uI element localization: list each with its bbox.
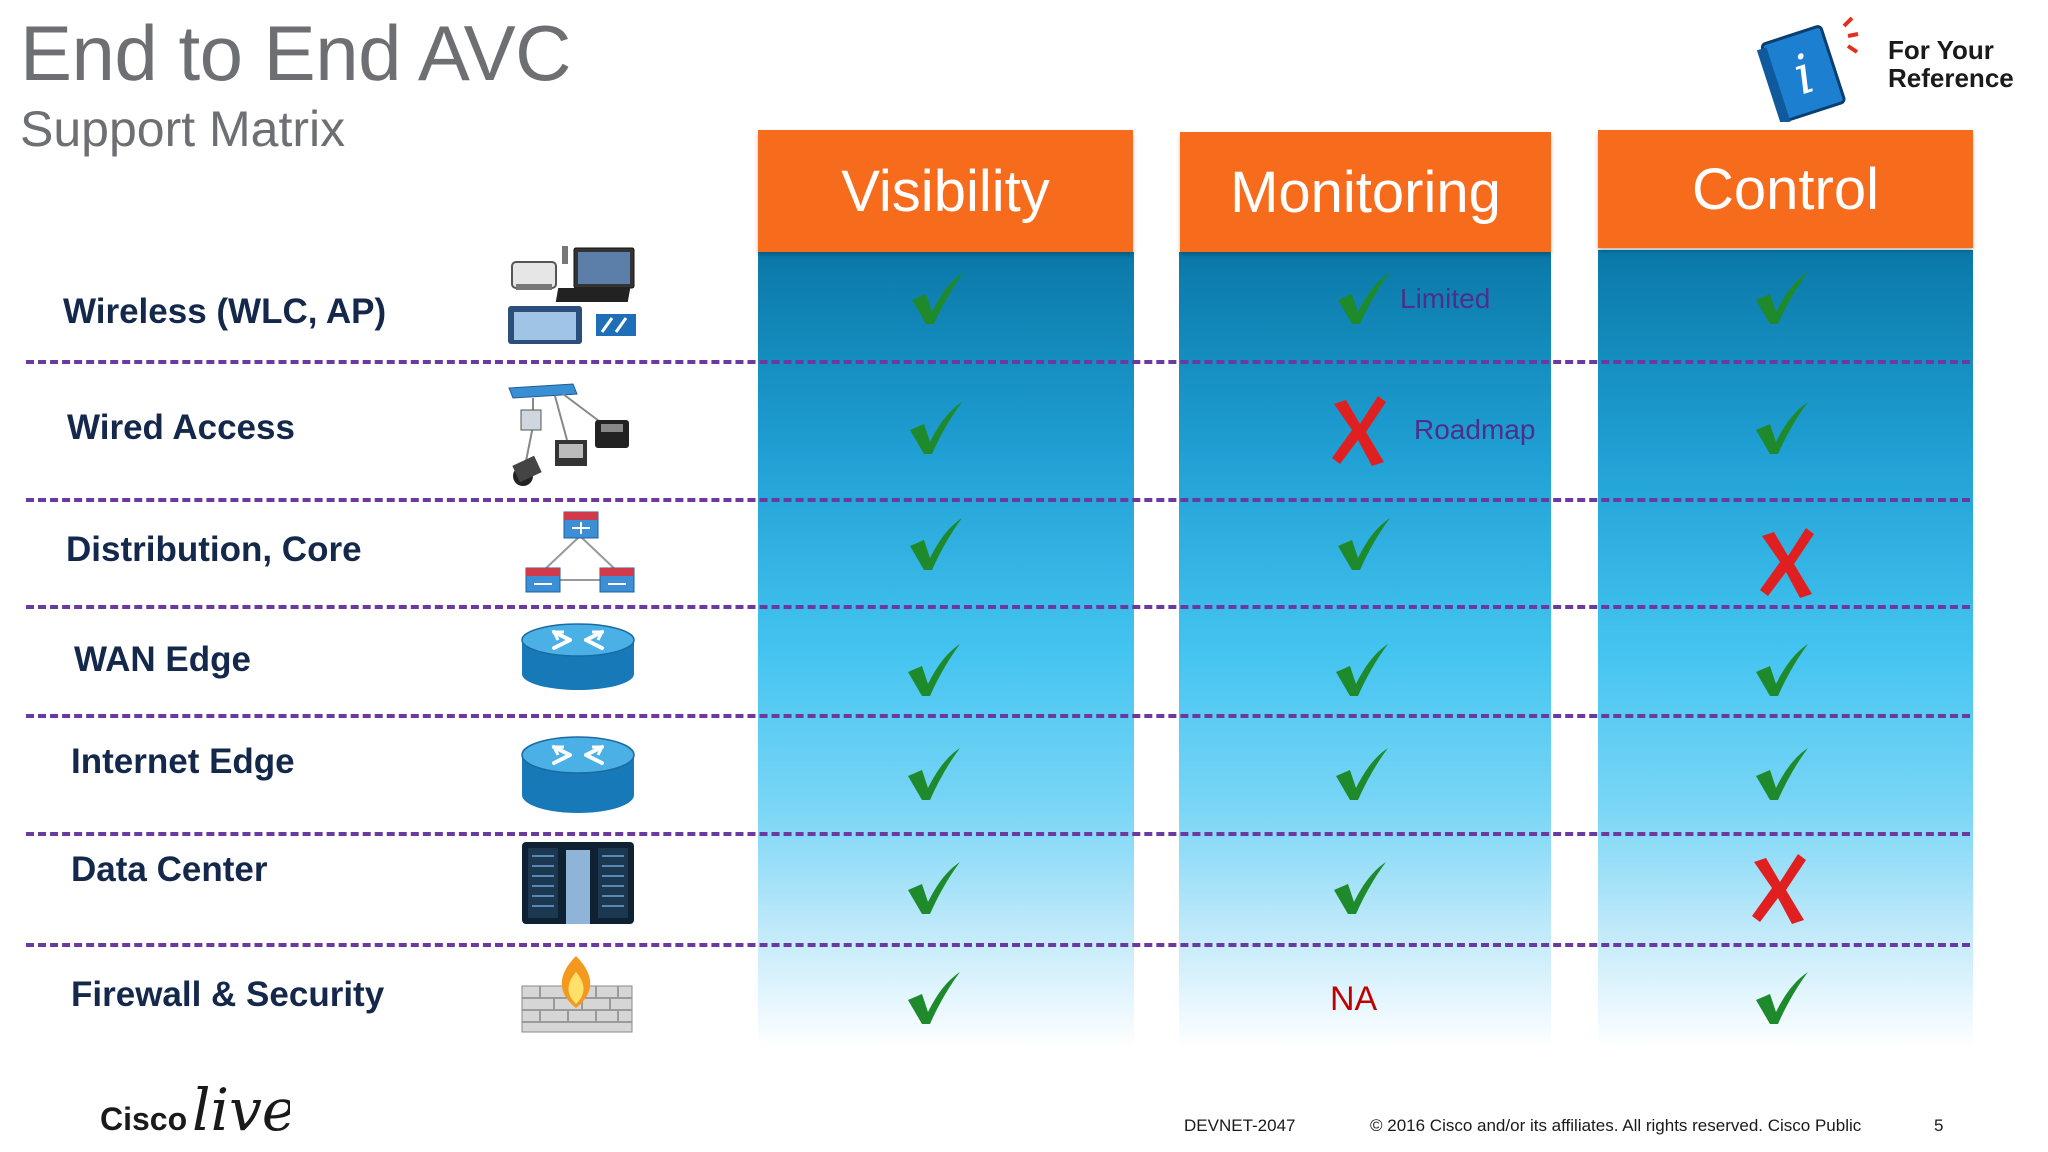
switch-topology-icon bbox=[525, 511, 635, 593]
check-icon bbox=[910, 402, 962, 454]
check-icon bbox=[908, 862, 960, 914]
footer-page-number: 5 bbox=[1934, 1116, 1944, 1135]
column-header-monitoring: Monitoring bbox=[1180, 132, 1551, 252]
column-header-control: Control bbox=[1598, 130, 1973, 248]
monitoring-note-roadmap: Roadmap bbox=[1414, 414, 1536, 445]
slide-subtitle: Support Matrix bbox=[20, 101, 346, 157]
column-control-body bbox=[1598, 250, 1973, 1048]
row-divider bbox=[26, 498, 1970, 502]
row-label-firewall-security: Firewall & Security bbox=[71, 975, 385, 1014]
reference-line-1: For Your bbox=[1888, 35, 1994, 65]
check-icon bbox=[1756, 748, 1808, 800]
row-divider bbox=[26, 360, 1970, 364]
check-icon bbox=[1756, 644, 1808, 696]
row-label-internet-edge: Internet Edge bbox=[71, 742, 295, 781]
router-icon bbox=[521, 623, 635, 690]
monitoring-na-label: NA bbox=[1330, 980, 1378, 1018]
cisco-live-logo: Cisco live! bbox=[100, 1076, 290, 1142]
router-icon bbox=[521, 736, 635, 813]
row-label-wired-access: Wired Access bbox=[67, 408, 295, 447]
data-center-icon bbox=[522, 842, 634, 924]
firewall-icon bbox=[521, 956, 633, 1033]
for-your-reference-label: For Your Reference bbox=[1888, 36, 2014, 92]
cross-icon bbox=[1332, 396, 1386, 466]
check-icon bbox=[908, 748, 960, 800]
row-divider bbox=[26, 832, 1970, 836]
wired-access-devices-icon bbox=[508, 383, 629, 486]
check-icon bbox=[1756, 272, 1808, 324]
column-monitoring-body bbox=[1179, 252, 1551, 1048]
cross-icon bbox=[1752, 854, 1806, 924]
svg-text:live!: live! bbox=[192, 1076, 290, 1142]
row-label-wan-edge: WAN Edge bbox=[74, 640, 251, 679]
check-icon bbox=[908, 972, 960, 1024]
monitoring-note-limited: Limited bbox=[1400, 283, 1491, 314]
svg-text:Cisco: Cisco bbox=[100, 1101, 187, 1137]
check-icon bbox=[908, 644, 960, 696]
check-icon bbox=[1338, 518, 1390, 570]
slide-title: End to End AVC bbox=[20, 9, 571, 97]
check-icon bbox=[1336, 748, 1388, 800]
row-divider bbox=[26, 714, 1970, 718]
check-icon bbox=[1338, 272, 1390, 324]
row-divider bbox=[26, 943, 1970, 947]
row-label-distribution-core: Distribution, Core bbox=[66, 530, 362, 569]
check-icon bbox=[912, 272, 964, 324]
column-header-visibility: Visibility bbox=[758, 130, 1133, 252]
info-book-icon: i bbox=[1756, 16, 1859, 122]
row-label-data-center: Data Center bbox=[71, 850, 268, 889]
footer-copyright: © 2016 Cisco and/or its affiliates. All … bbox=[1370, 1116, 1862, 1135]
check-icon bbox=[1756, 402, 1808, 454]
check-icon bbox=[910, 518, 962, 570]
column-visibility-body bbox=[758, 252, 1134, 1048]
check-icon bbox=[1334, 862, 1386, 914]
cross-icon bbox=[1760, 528, 1814, 598]
row-divider bbox=[26, 605, 1970, 609]
wireless-devices-icon bbox=[508, 246, 636, 344]
reference-line-2: Reference bbox=[1888, 63, 2014, 94]
footer-session-id: DEVNET-2047 bbox=[1184, 1116, 1296, 1135]
row-label-wireless: Wireless (WLC, AP) bbox=[63, 292, 387, 331]
check-icon bbox=[1756, 972, 1808, 1024]
check-icon bbox=[1336, 644, 1388, 696]
